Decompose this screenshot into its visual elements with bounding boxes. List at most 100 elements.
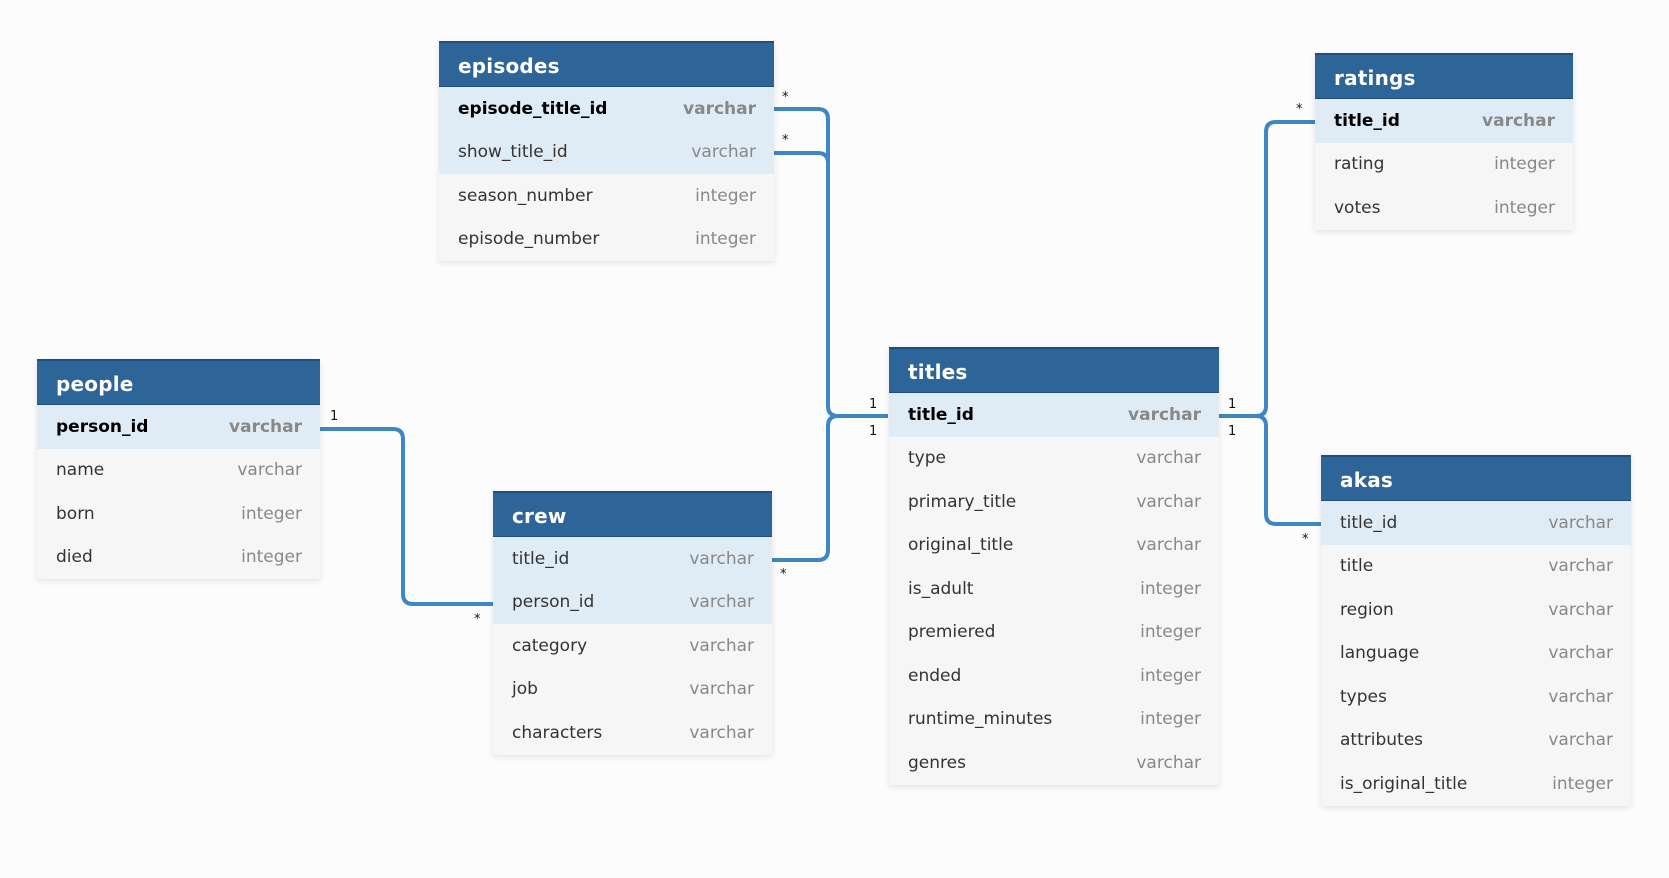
column-genres[interactable]: genres varchar [889,741,1219,785]
cardinality-akas-title-id: * [1302,532,1309,547]
column-name: attributes [1340,730,1424,751]
column-name: premiered [908,622,996,643]
column-title_id[interactable]: title_id varchar [889,393,1219,437]
column-type: integer [1140,622,1201,643]
column-votes[interactable]: votes integer [1315,186,1573,230]
cardinality-episodes-episode-title-id: * [782,90,789,105]
column-title_id[interactable]: title_id varchar [1315,99,1573,143]
cardinality-ratings-title-id: * [1296,102,1303,117]
column-type: integer [1140,578,1201,599]
column-types[interactable]: types varchar [1321,675,1631,719]
column-type: varchar [1548,599,1613,620]
table-ratings[interactable]: ratings title_id varchar rating integer … [1315,53,1573,230]
column-primary_title[interactable]: primary_title varchar [889,480,1219,524]
column-name: characters [512,722,603,743]
column-name: title_id [1334,110,1400,131]
column-attributes[interactable]: attributes varchar [1321,719,1631,763]
table-titles[interactable]: titles title_id varchar type varchar pri… [889,347,1219,785]
table-header: akas [1321,455,1631,501]
column-type: varchar [1136,491,1201,512]
column-name: title_id [908,404,974,425]
column-ended[interactable]: ended integer [889,654,1219,698]
column-show_title_id[interactable]: show_title_id varchar [439,130,774,174]
column-type: varchar [691,142,756,163]
column-name[interactable]: name varchar [37,449,320,493]
column-name: types [1340,686,1387,707]
column-type: varchar [229,416,302,437]
column-is_original_title[interactable]: is_original_title integer [1321,762,1631,806]
column-name: rating [1334,154,1385,175]
column-name: genres [908,752,966,773]
column-region[interactable]: region varchar [1321,588,1631,632]
column-name: runtime_minutes [908,709,1053,730]
cardinality-crew-person-id: * [474,612,481,627]
column-name: primary_title [908,491,1017,512]
column-is_adult[interactable]: is_adult integer [889,567,1219,611]
table-episodes[interactable]: episodes episode_title_id varchar show_t… [439,41,774,261]
column-name: title [1340,556,1374,577]
cardinality-titles-to-akas: 1 [1228,424,1236,439]
column-rating[interactable]: rating integer [1315,143,1573,187]
column-type[interactable]: type varchar [889,437,1219,481]
column-type: integer [1494,154,1555,175]
column-name: title_id [1340,512,1398,533]
column-original_title[interactable]: original_title varchar [889,524,1219,568]
column-type: varchar [1482,110,1555,131]
link-people-to-crew-person-id [319,427,493,606]
column-died[interactable]: died integer [37,536,320,580]
column-type: varchar [689,679,754,700]
column-name: language [1340,643,1420,664]
column-job[interactable]: job varchar [493,668,772,712]
column-type: integer [1494,197,1555,218]
table-people[interactable]: people person_id varchar name varchar bo… [37,359,320,579]
column-type: varchar [683,98,756,119]
cardinality-episodes-show-title-id: * [782,133,789,148]
column-title_id[interactable]: title_id varchar [1321,501,1631,545]
column-title[interactable]: title varchar [1321,545,1631,589]
column-type: varchar [689,548,754,569]
column-category[interactable]: category varchar [493,624,772,668]
column-name: votes [1334,197,1381,218]
column-name: region [1340,599,1394,620]
column-episode_number[interactable]: episode_number integer [439,218,774,262]
link-episodes-show-title-id-to-titles [773,151,830,406]
column-type: integer [695,229,756,250]
table-header: people [37,359,320,405]
column-name: title_id [512,548,570,569]
column-name: is_adult [908,578,974,599]
column-premiered[interactable]: premiered integer [889,611,1219,655]
link-episodes-episode-title-id-to-titles [773,107,888,418]
column-name: person_id [512,592,595,613]
column-type: integer [1552,773,1613,794]
table-crew[interactable]: crew title_id varchar person_id varchar … [493,491,772,755]
column-name: ended [908,665,962,686]
column-type: integer [241,547,302,568]
column-type: varchar [1548,686,1613,707]
column-episode_title_id[interactable]: episode_title_id varchar [439,87,774,131]
table-akas[interactable]: akas title_id varchar title varchar regi… [1321,455,1631,806]
cardinality-titles-from-episodes-1: 1 [869,397,877,412]
column-language[interactable]: language varchar [1321,632,1631,676]
column-title_id[interactable]: title_id varchar [493,537,772,581]
column-born[interactable]: born integer [37,492,320,536]
column-type: integer [695,185,756,206]
column-person_id[interactable]: person_id varchar [493,580,772,624]
column-name: born [56,503,95,524]
column-type: varchar [689,592,754,613]
column-name: is_original_title [1340,773,1468,794]
column-name: season_number [458,185,593,206]
column-type: varchar [1548,512,1613,533]
table-header: episodes [439,41,774,87]
column-name: type [908,448,946,469]
column-person_id[interactable]: person_id varchar [37,405,320,449]
table-header: titles [889,347,1219,393]
column-season_number[interactable]: season_number integer [439,174,774,218]
column-characters[interactable]: characters varchar [493,711,772,755]
column-type: varchar [1136,535,1201,556]
column-type: varchar [1548,556,1613,577]
column-type: varchar [1548,643,1613,664]
cardinality-crew-title-id: * [780,567,787,582]
column-runtime_minutes[interactable]: runtime_minutes integer [889,698,1219,742]
column-name: original_title [908,535,1014,556]
column-name: job [512,679,538,700]
